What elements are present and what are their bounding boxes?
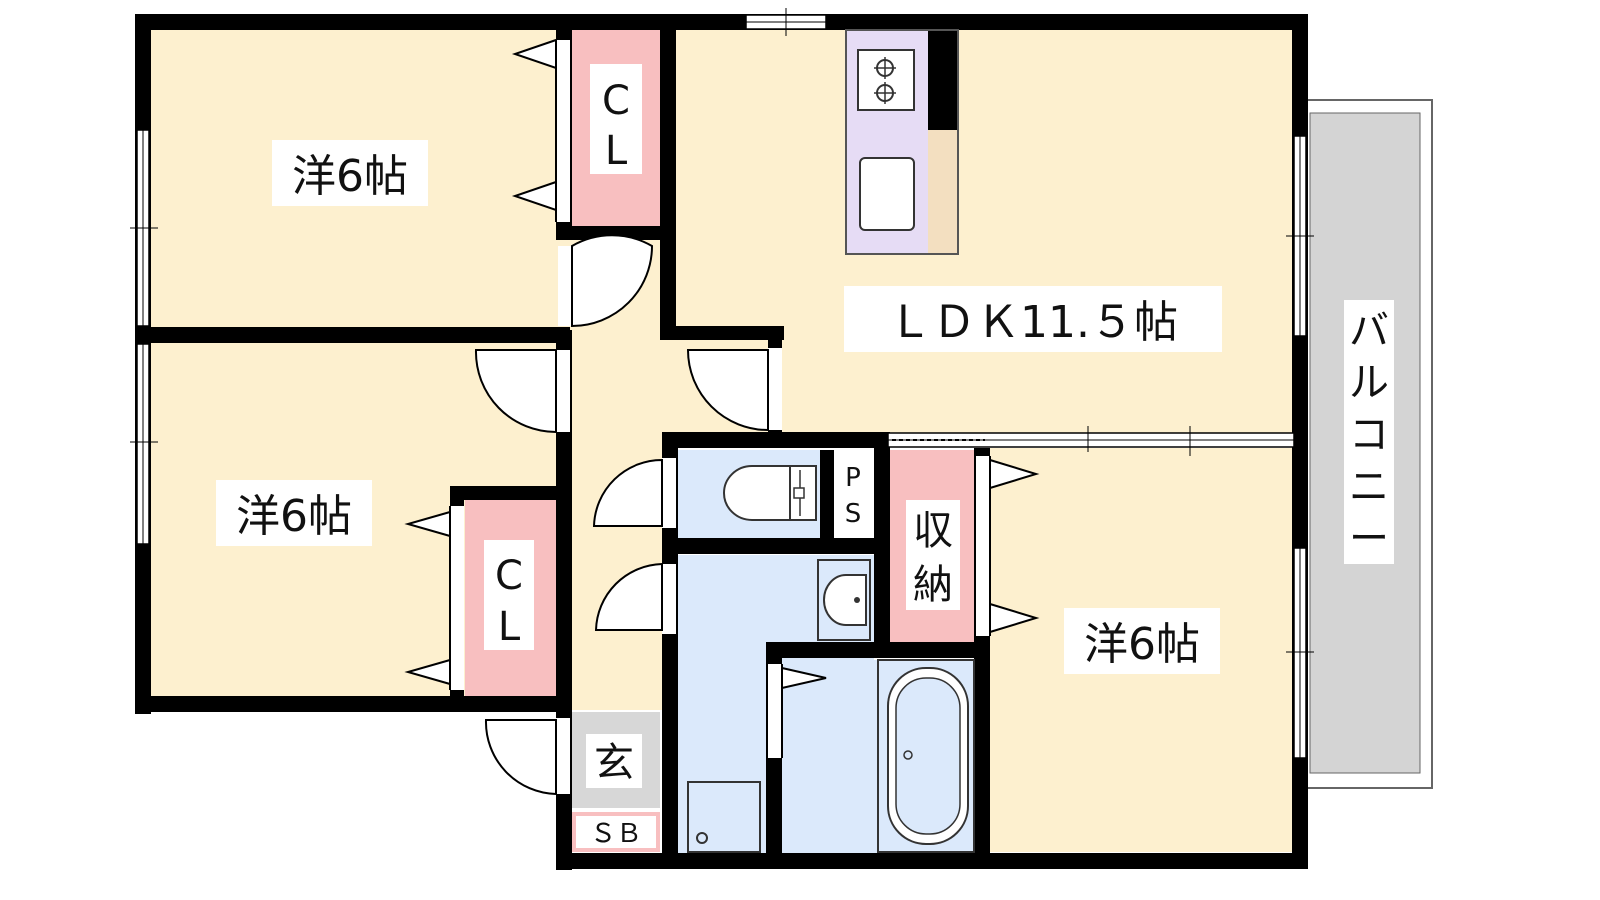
window-icon — [745, 8, 827, 36]
storage-label-top: 収 — [913, 508, 953, 554]
sink-icon — [859, 157, 915, 231]
room-labels: 洋6帖 洋6帖 洋6帖 ＬＤＫ11.５帖 C L C L 収 納 P S 玄 Ｓ… — [236, 78, 1389, 849]
pipe-space-label-bottom: S — [845, 499, 862, 529]
closet-2-label-bottom: L — [498, 604, 521, 650]
label-plates — [216, 64, 1394, 848]
door-swing-icon — [571, 234, 654, 328]
closet-2-label-top: C — [495, 553, 523, 599]
balcony-char-5: ー — [1349, 516, 1389, 562]
bathtub-icon — [877, 659, 975, 853]
balcony-char-4: ニ — [1349, 464, 1389, 510]
western-room-1-label: 洋6帖 — [292, 151, 408, 202]
doors — [404, 38, 1040, 796]
window-icon — [1286, 547, 1314, 759]
fixtures — [687, 29, 975, 853]
ldk-label: ＬＤＫ11.５帖 — [888, 297, 1178, 348]
stove-icon — [857, 49, 915, 111]
window-icon — [130, 129, 158, 327]
closet-1-label-bottom: L — [605, 128, 628, 174]
door-swing-icon — [592, 458, 663, 527]
sliding-partition — [887, 426, 1295, 456]
washing-machine-icon — [687, 781, 761, 853]
washbasin-icon — [817, 559, 871, 641]
windows — [130, 8, 1314, 759]
closet-1-label-top: C — [602, 78, 630, 124]
western-room-2-label: 洋6帖 — [236, 491, 352, 542]
door-swing-icon — [594, 562, 663, 631]
storage-label-bottom: 納 — [913, 562, 953, 608]
kitchen-counter-fill — [928, 130, 958, 254]
door-swing-icon — [484, 719, 557, 796]
balcony-char-2: ル — [1349, 360, 1389, 406]
shoe-box-label: ＳＢ — [590, 819, 642, 849]
window-icon — [1286, 135, 1314, 337]
pipe-space-label-top: P — [845, 463, 861, 493]
kitchen-outline — [845, 29, 959, 255]
window-icon — [130, 343, 158, 545]
door-swing-icon — [474, 349, 557, 434]
toilet-icon — [723, 465, 817, 521]
western-room-3-label: 洋6帖 — [1084, 619, 1200, 670]
balcony-char-3: コ — [1349, 412, 1389, 458]
door-swing-icon — [686, 349, 769, 432]
entrance-label: 玄 — [594, 740, 634, 786]
balcony-char-1: バ — [1349, 308, 1389, 354]
